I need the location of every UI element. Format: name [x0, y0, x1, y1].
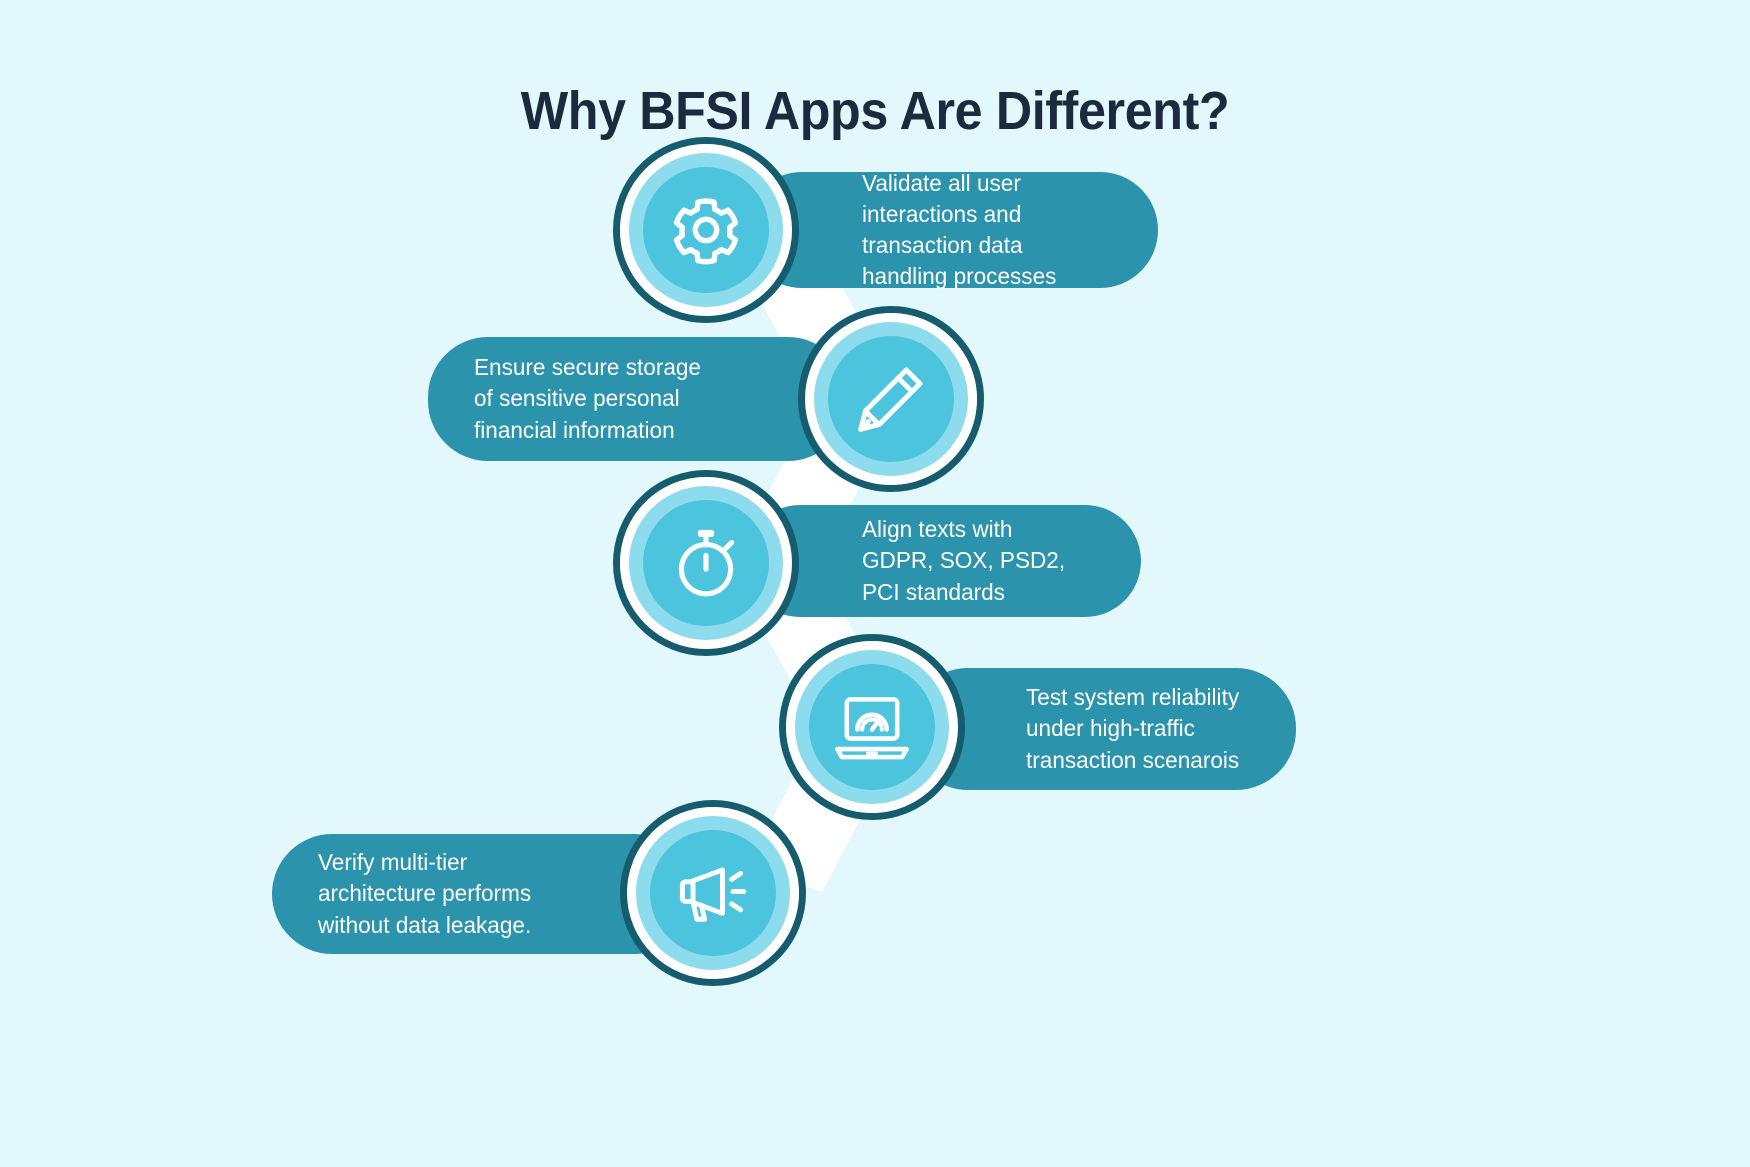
- node-disc: [650, 830, 776, 956]
- step-node-5[interactable]: [620, 800, 806, 986]
- node-disc: [828, 336, 954, 462]
- step-card-4[interactable]: Test system reliability under high-traff…: [908, 668, 1296, 790]
- node-disc: [643, 167, 769, 293]
- page-title: Why BFSI Apps Are Different?: [520, 81, 1230, 142]
- step-node-4[interactable]: [779, 634, 965, 820]
- pencil-icon: [858, 367, 923, 432]
- gear-icon: [673, 198, 739, 265]
- step-node-1[interactable]: [613, 137, 799, 323]
- step-text-5: Verify multi-tier architecture performs …: [318, 849, 532, 938]
- megaphone-icon: [679, 867, 747, 922]
- stopwatch-icon: [678, 529, 735, 597]
- step-text-3: Align texts with GDPR, SOX, PSD2, PCI st…: [862, 516, 1066, 605]
- node-disc: [643, 500, 769, 626]
- step-card-3[interactable]: Align texts with GDPR, SOX, PSD2, PCI st…: [744, 505, 1141, 617]
- node-disc: [809, 664, 935, 790]
- step-text-4: Test system reliability under high-traff…: [1026, 684, 1240, 773]
- step-node-3[interactable]: [613, 470, 799, 656]
- step-node-2[interactable]: [798, 306, 984, 492]
- node-outer-ring: [613, 137, 799, 323]
- laptop-gauge-icon: [835, 697, 909, 760]
- node-outer-ring: [613, 470, 799, 656]
- step-text-1: Validate all user interactions and trans…: [862, 169, 1057, 290]
- node-outer-ring: [620, 800, 806, 986]
- step-card-1[interactable]: Validate all user interactions and trans…: [744, 170, 1158, 289]
- step-card-5[interactable]: Verify multi-tier architecture performs …: [272, 834, 694, 954]
- step-card-2[interactable]: Ensure secure storage of sensitive perso…: [428, 337, 848, 461]
- step-text-2: Ensure secure storage of sensitive perso…: [474, 354, 701, 443]
